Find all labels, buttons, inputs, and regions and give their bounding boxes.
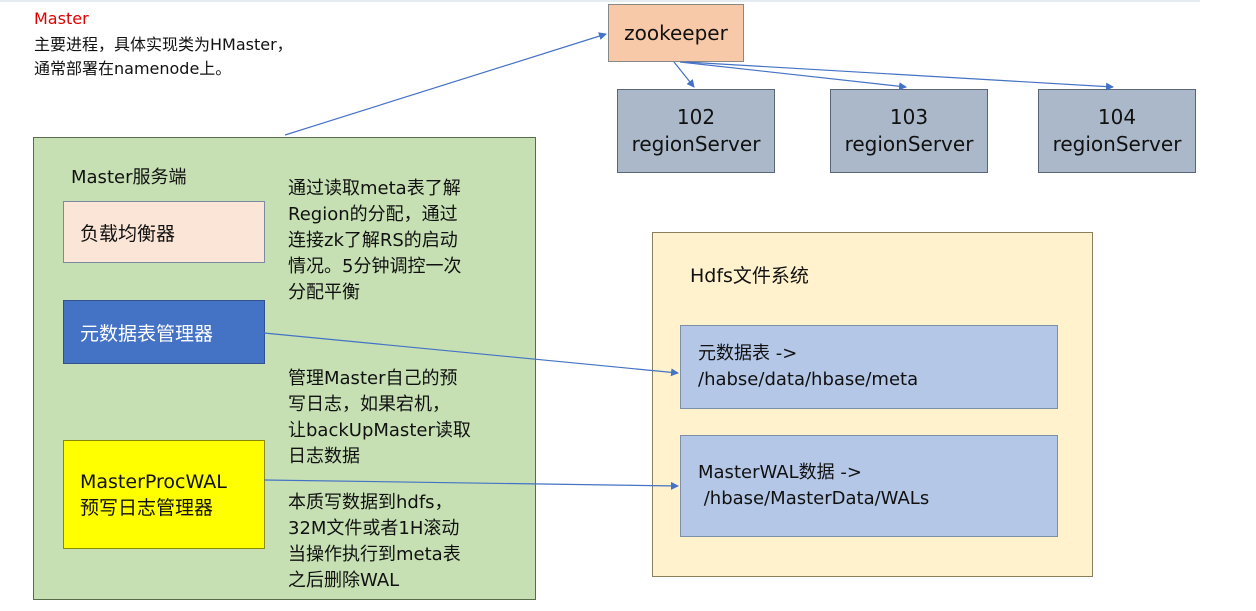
region-server-104: 104 regionServer	[1038, 89, 1196, 173]
master-note-line: 通常部署在namenode上。	[34, 59, 232, 78]
wal-manager-description: 本质写数据到hdfs， 32M文件或者1H滚动 当操作执行到meta表 之后删除…	[288, 490, 518, 594]
zookeeper-node: zookeeper	[608, 4, 744, 62]
master-server-title: Master服务端	[71, 167, 187, 188]
region-server-103: 103 regionServer	[830, 89, 988, 173]
hdfs-meta-line: /habse/data/hbase/meta	[698, 369, 919, 390]
hdfs-meta-line: 元数据表 ->	[698, 343, 798, 364]
zookeeper-to-104-arrow	[685, 61, 1114, 91]
hdfs-meta-path-box: 元数据表 -> /habse/data/hbase/meta	[680, 325, 1058, 409]
meta-manager-description: 管理Master自己的预 写日志，如果宕机， 让backUpMaster读取 日…	[288, 366, 518, 470]
region-server-label: regionServer	[1052, 132, 1182, 156]
master-heading: Master	[34, 9, 89, 28]
region-server-102: 102 regionServer	[617, 89, 775, 173]
load-balancer-box: 负载均衡器	[63, 201, 265, 263]
load-balancer-description: 通过读取meta表了解 Region的分配，通过 连接zk了解RS的启动 情况。…	[288, 176, 518, 306]
master-to-zookeeper-arrow	[284, 32, 607, 136]
description-line: 本质写数据到hdfs，	[288, 492, 453, 513]
meta-table-manager-box: 元数据表管理器	[63, 300, 265, 364]
description-line: 通过读取meta表了解	[288, 178, 461, 199]
region-server-label: regionServer	[631, 132, 761, 156]
description-line: 情况。5分钟调控一次	[288, 256, 462, 277]
region-server-id: 104	[1097, 105, 1137, 129]
description-line: 管理Master自己的预	[288, 368, 458, 389]
description-line: 之后删除WAL	[288, 570, 400, 591]
zookeeper-to-102-arrow	[673, 61, 695, 88]
hdfs-wal-path-box: MasterWAL数据 -> /hbase/MasterData/WALs	[680, 435, 1058, 537]
wal-manager-to-hdfs-arrow	[263, 479, 679, 490]
wal-manager-line: 预写日志管理器	[80, 496, 214, 519]
region-server-label: regionServer	[844, 132, 974, 156]
region-server-id: 102	[676, 105, 716, 129]
master-note-line: 主要进程，具体实现类为HMaster，	[34, 35, 293, 54]
meta-manager-to-hdfs-arrow	[263, 332, 679, 377]
description-line: 连接zk了解RS的启动	[288, 230, 458, 251]
wal-manager-box: MasterProcWAL 预写日志管理器	[63, 440, 265, 549]
master-note: 主要进程，具体实现类为HMaster， 通常部署在namenode上。	[34, 33, 293, 81]
hdfs-wal-line: MasterWAL数据 ->	[698, 462, 862, 483]
wal-manager-line: MasterProcWAL	[80, 470, 227, 493]
zookeeper-to-103-arrow	[679, 61, 907, 91]
top-rule	[0, 0, 1200, 2]
description-line: 日志数据	[288, 446, 360, 467]
hdfs-title: Hdfs文件系统	[690, 265, 809, 287]
hdfs-wal-line: /hbase/MasterData/WALs	[698, 488, 930, 509]
description-line: 当操作执行到meta表	[288, 544, 461, 565]
description-line: 写日志，如果宕机，	[288, 394, 450, 415]
description-line: 分配平衡	[288, 282, 360, 303]
description-line: 让backUpMaster读取	[288, 420, 471, 441]
description-line: 32M文件或者1H滚动	[288, 518, 460, 539]
description-line: Region的分配，通过	[288, 204, 458, 225]
region-server-id: 103	[889, 105, 929, 129]
